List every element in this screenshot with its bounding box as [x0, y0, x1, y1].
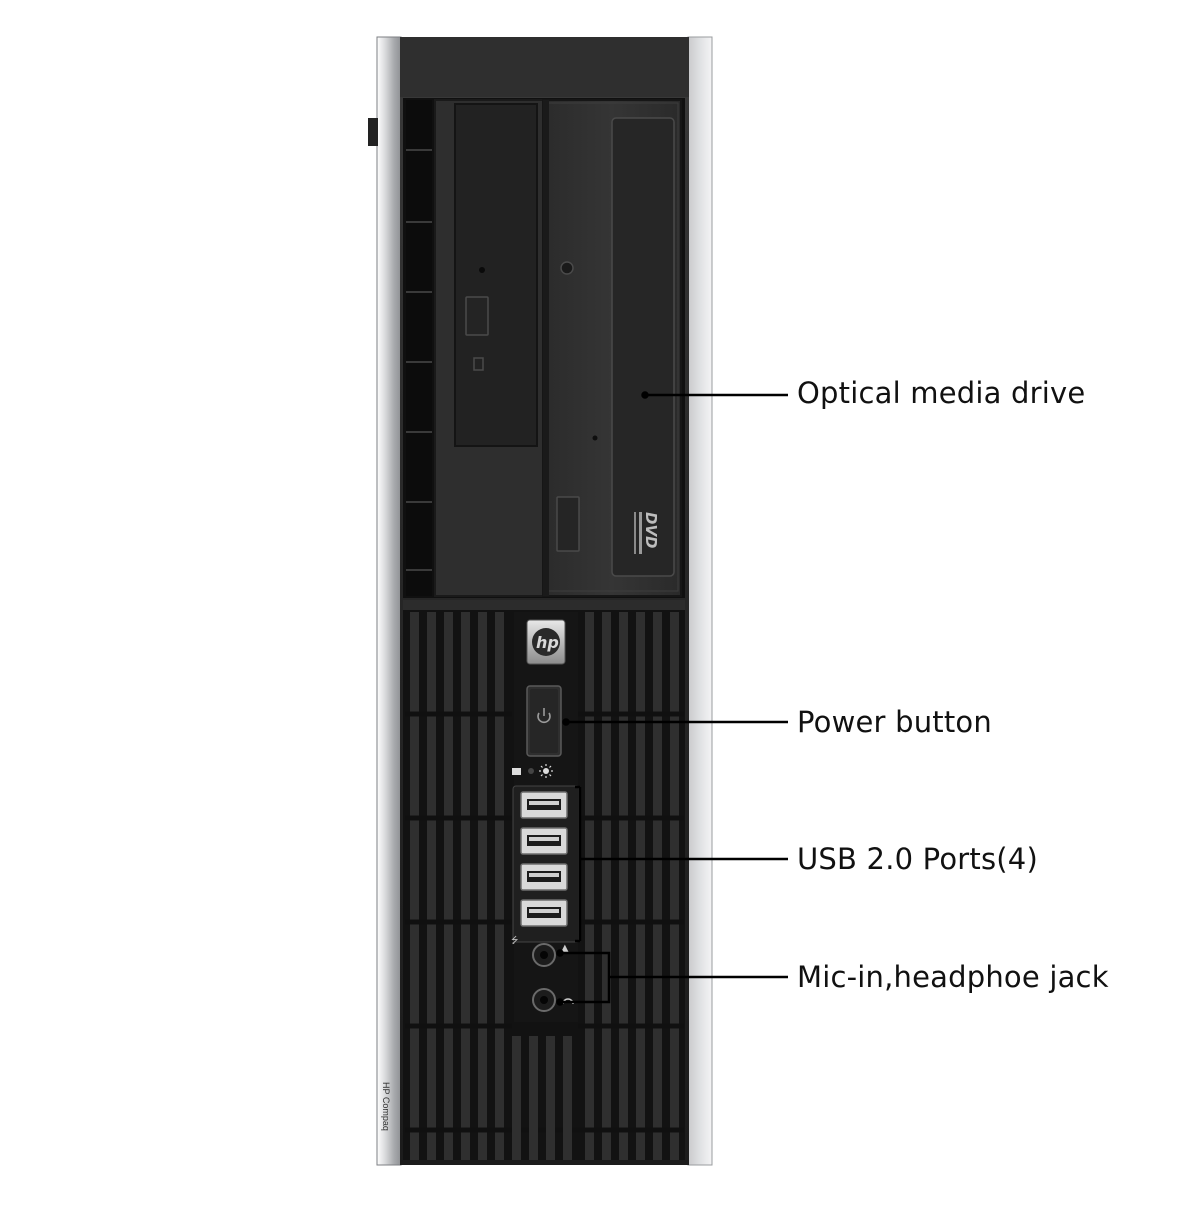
audio-jacks-label: Mic-in,headphoe jack	[797, 960, 1109, 994]
usb-port-group: ⭍	[511, 785, 580, 946]
side-brand-text: HP Compaq	[381, 1082, 391, 1131]
audio-jack-group: ▲	[532, 943, 574, 1012]
audio-jacks-leader	[560, 951, 788, 1004]
drive-led	[528, 768, 534, 774]
power-button[interactable]	[526, 685, 562, 757]
usb-port[interactable]	[520, 791, 568, 819]
power-icon	[537, 708, 551, 724]
usb-port[interactable]	[520, 899, 568, 927]
drive-activity-icon	[512, 768, 521, 775]
optical-drive-tray	[611, 117, 675, 577]
usb-icon: ⭍	[511, 935, 519, 946]
hp-logo-text: hp	[536, 633, 559, 652]
headphone-jack[interactable]	[532, 988, 556, 1012]
usb-port[interactable]	[520, 863, 568, 891]
dvd-logo: DVD	[634, 512, 660, 554]
status-indicators	[512, 764, 553, 778]
mic-in-jack[interactable]	[532, 943, 556, 967]
svg-text:DVD: DVD	[642, 512, 660, 549]
power-led-icon	[539, 764, 553, 778]
power-button-label: Power button	[797, 705, 992, 739]
right-silver-trim	[687, 36, 713, 1166]
optical-drive-label: Optical media drive	[797, 376, 1086, 410]
top-bezel	[400, 37, 689, 97]
usb-port[interactable]	[520, 827, 568, 855]
usb-ports-label: USB 2.0 Ports(4)	[797, 842, 1038, 876]
hp-logo: hp	[526, 619, 566, 665]
microphone-icon: ▲	[561, 943, 569, 954]
usb-ports-leader	[575, 785, 788, 943]
drive-eject-button	[556, 496, 580, 552]
drive-eject-pinhole	[560, 261, 574, 275]
left-silver-trim: HP Compaq	[368, 36, 402, 1166]
drive-bay-area: DVD	[403, 98, 685, 598]
callout-leaders	[556, 391, 788, 1006]
